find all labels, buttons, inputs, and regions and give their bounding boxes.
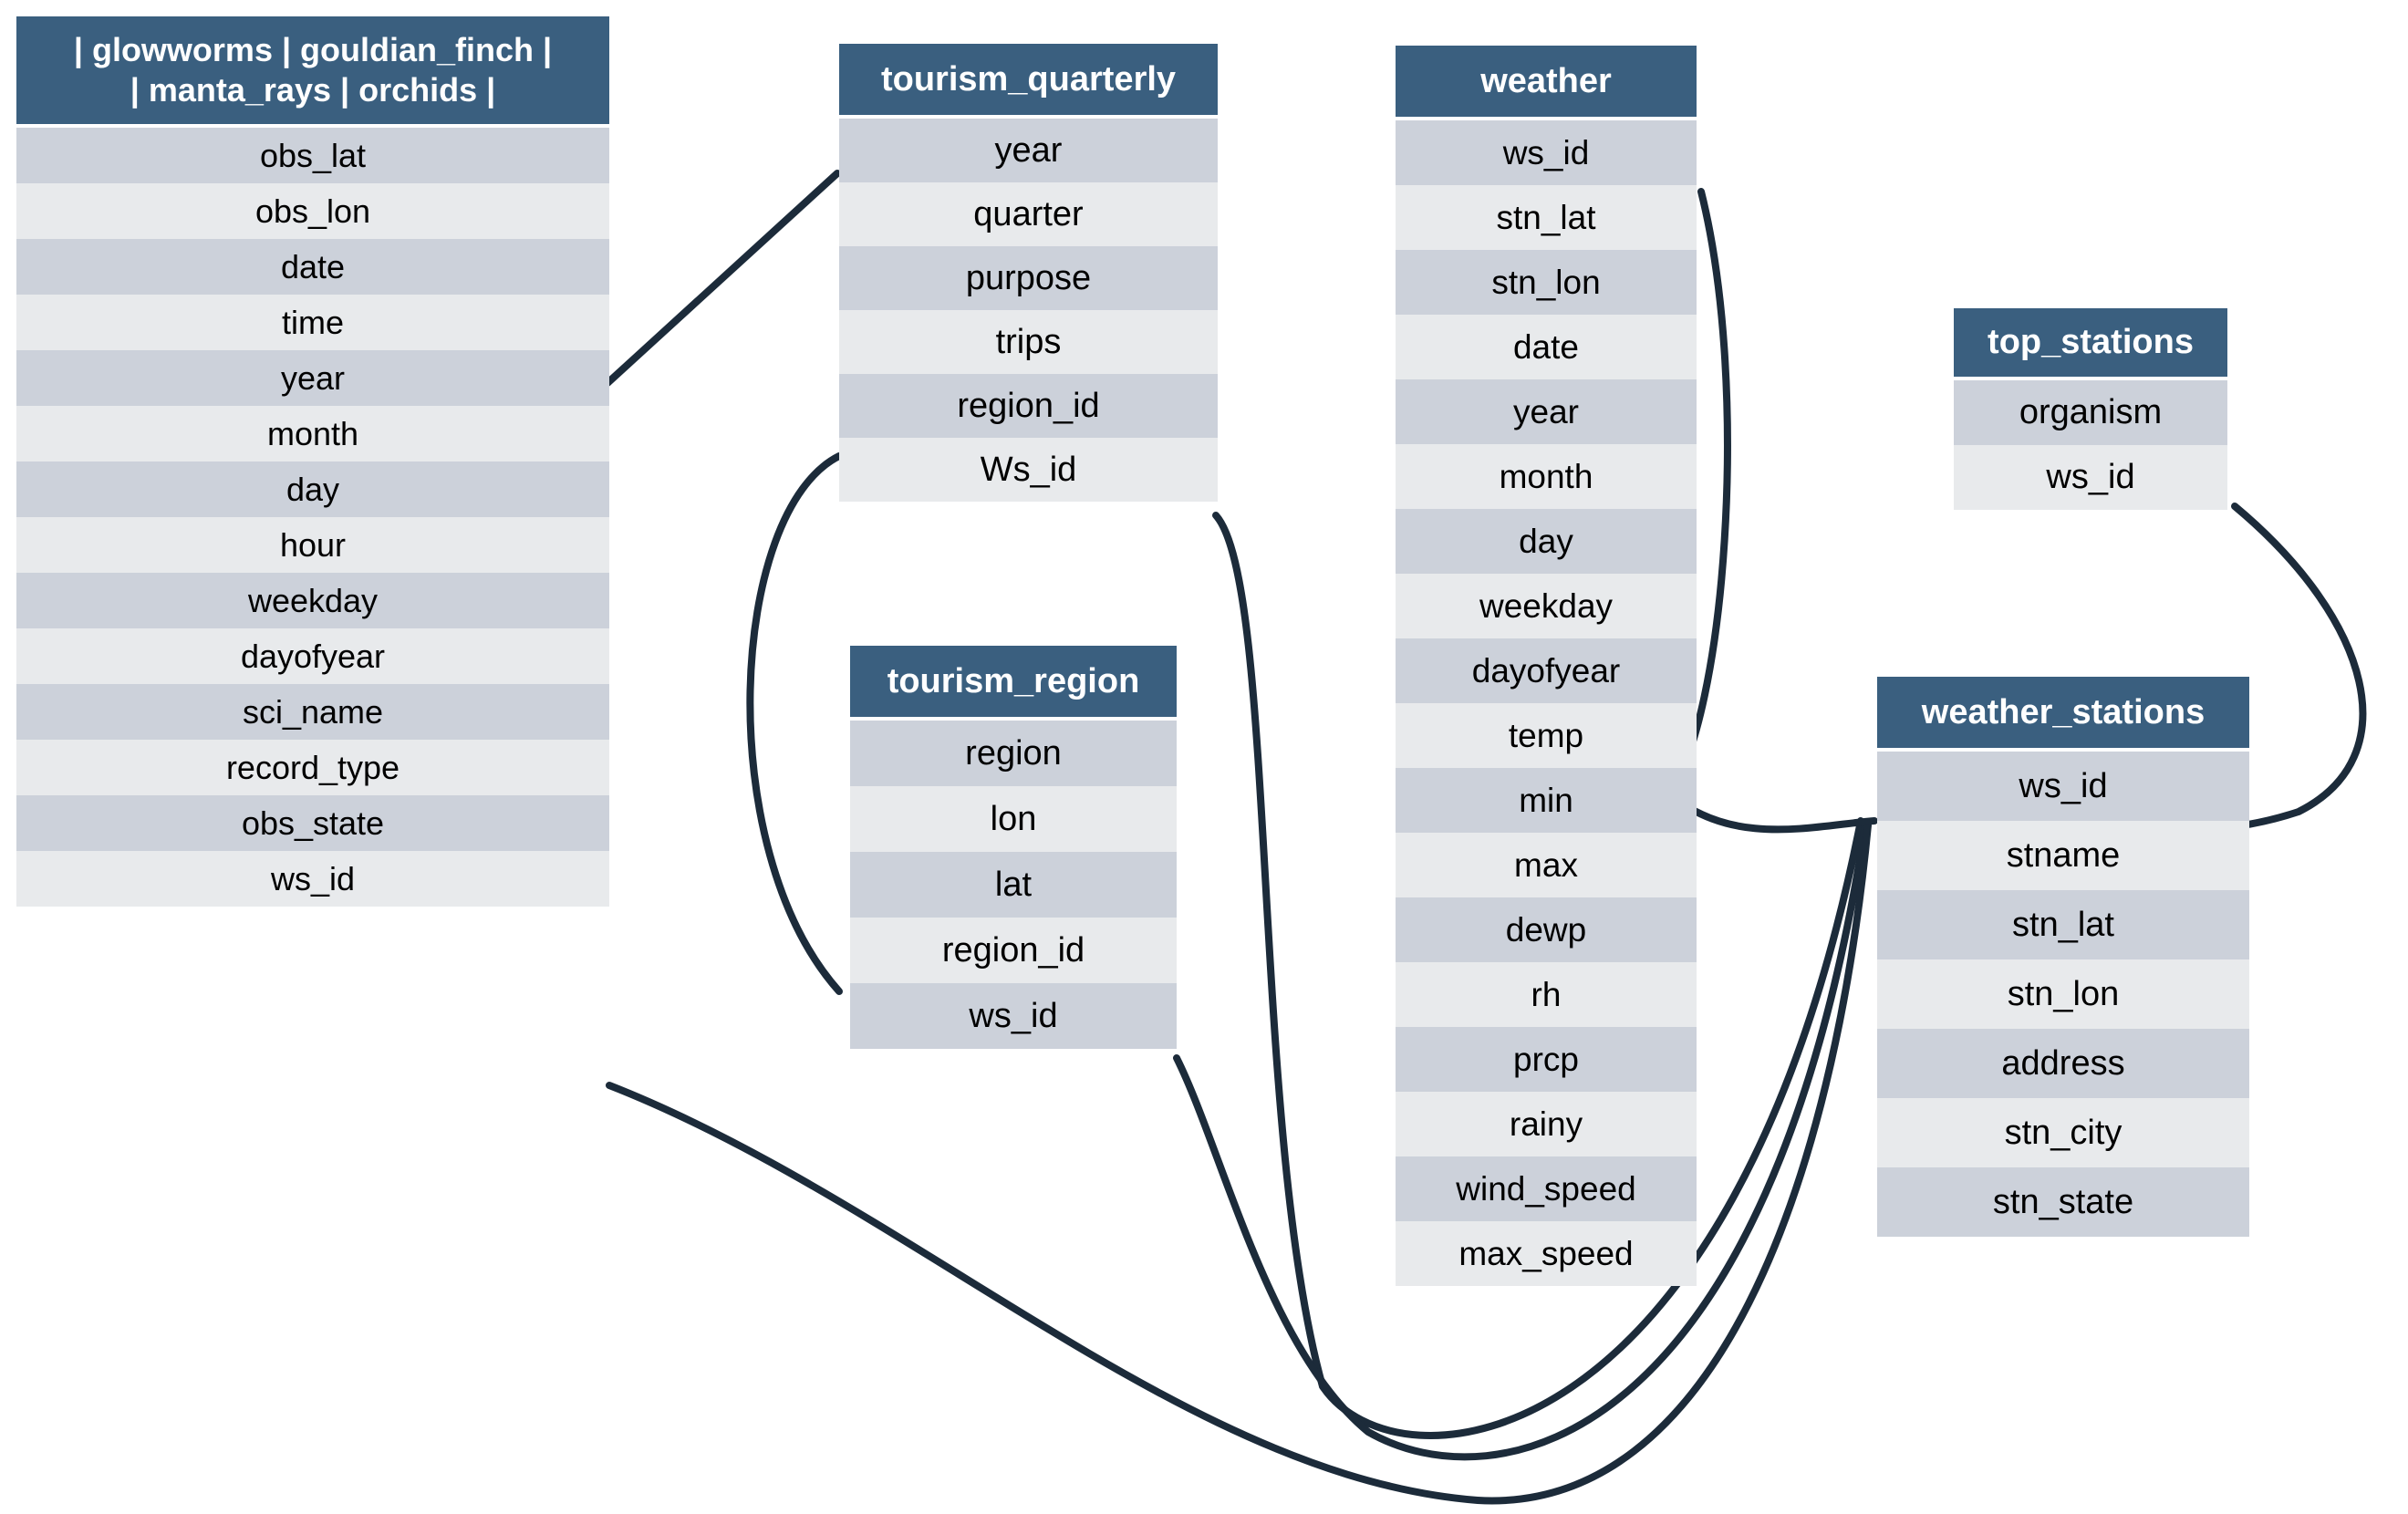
column-row[interactable]: lon: [850, 786, 1177, 852]
column-row[interactable]: date: [1396, 315, 1697, 379]
column-row[interactable]: day: [16, 461, 609, 517]
column-row[interactable]: record_type: [16, 740, 609, 795]
column-row[interactable]: stn_lon: [1877, 959, 2249, 1029]
column-row[interactable]: date: [16, 239, 609, 295]
link-weather-wsid-to-weather-stations-wsid: [1664, 188, 1878, 834]
column-row[interactable]: year: [1396, 379, 1697, 444]
column-row[interactable]: stn_city: [1877, 1098, 2249, 1167]
column-row[interactable]: ws_id: [1954, 445, 2227, 510]
column-row[interactable]: year: [16, 350, 609, 406]
column-row[interactable]: stn_state: [1877, 1167, 2249, 1237]
table-tourism-region[interactable]: tourism_region region lon lat region_id …: [850, 646, 1177, 1049]
column-row[interactable]: stn_lat: [1877, 890, 2249, 959]
header-gap: [1877, 748, 2249, 752]
table-weather-header: weather: [1396, 46, 1697, 117]
column-row[interactable]: month: [1396, 444, 1697, 509]
column-row[interactable]: max_speed: [1396, 1221, 1697, 1286]
column-row[interactable]: time: [16, 295, 609, 350]
table-top-stations-header: top_stations: [1954, 308, 2227, 377]
column-row[interactable]: quarter: [839, 182, 1218, 246]
column-row[interactable]: stname: [1877, 821, 2249, 890]
column-row[interactable]: Ws_id: [839, 438, 1218, 502]
column-row[interactable]: month: [16, 406, 609, 461]
column-row[interactable]: sci_name: [16, 684, 609, 740]
table-top-stations[interactable]: top_stations organism ws_id: [1954, 308, 2227, 510]
header-gap: [850, 717, 1177, 721]
table-tourism-quarterly[interactable]: tourism_quarterly year quarter purpose t…: [839, 44, 1218, 502]
column-row[interactable]: obs_state: [16, 795, 609, 851]
column-row[interactable]: stn_lat: [1396, 185, 1697, 250]
link-tourism-quarterly-region-id-to-tourism-region-region-id: [746, 452, 843, 995]
header-gap: [1954, 377, 2227, 380]
table-tourism-region-header: tourism_region: [850, 646, 1177, 717]
column-row[interactable]: min: [1396, 768, 1697, 833]
column-row[interactable]: weekday: [1396, 574, 1697, 638]
column-row[interactable]: year: [839, 119, 1218, 182]
column-row[interactable]: ws_id: [16, 851, 609, 907]
table-organisms-title-line2: | manta_rays | orchids |: [130, 71, 496, 109]
table-organisms-title-line1: | glowworms | gouldian_finch |: [73, 31, 553, 69]
column-row[interactable]: region_id: [850, 918, 1177, 983]
column-row[interactable]: organism: [1954, 380, 2227, 445]
column-row[interactable]: prcp: [1396, 1027, 1697, 1092]
column-row[interactable]: hour: [16, 517, 609, 573]
header-gap: [839, 115, 1218, 119]
header-gap: [1396, 117, 1697, 120]
table-weather-stations-header: weather_stations: [1877, 677, 2249, 748]
column-row[interactable]: stn_lon: [1396, 250, 1697, 315]
table-organisms-header: | glowworms | gouldian_finch | | manta_r…: [16, 16, 609, 124]
column-row[interactable]: dewp: [1396, 897, 1697, 962]
column-row[interactable]: trips: [839, 310, 1218, 374]
column-row[interactable]: region: [850, 721, 1177, 786]
column-row[interactable]: day: [1396, 509, 1697, 574]
column-row[interactable]: obs_lon: [16, 183, 609, 239]
link-organisms-time-to-tourism-quarterly-year: [604, 170, 841, 387]
column-row[interactable]: lat: [850, 852, 1177, 918]
table-weather-stations[interactable]: weather_stations ws_id stname stn_lat st…: [1877, 677, 2249, 1237]
column-row[interactable]: wind_speed: [1396, 1156, 1697, 1221]
column-row[interactable]: region_id: [839, 374, 1218, 438]
column-row[interactable]: rh: [1396, 962, 1697, 1027]
column-row[interactable]: ws_id: [1877, 752, 2249, 821]
table-weather[interactable]: weather ws_id stn_lat stn_lon date year …: [1396, 46, 1697, 1286]
column-row[interactable]: temp: [1396, 703, 1697, 768]
column-row[interactable]: obs_lat: [16, 128, 609, 183]
column-row[interactable]: weekday: [16, 573, 609, 628]
column-row[interactable]: dayofyear: [16, 628, 609, 684]
table-tourism-quarterly-header: tourism_quarterly: [839, 44, 1218, 115]
column-row[interactable]: ws_id: [1396, 120, 1697, 185]
header-gap: [16, 124, 609, 128]
column-row[interactable]: dayofyear: [1396, 638, 1697, 703]
column-row[interactable]: ws_id: [850, 983, 1177, 1049]
column-row[interactable]: address: [1877, 1029, 2249, 1098]
column-row[interactable]: max: [1396, 833, 1697, 897]
table-organisms[interactable]: | glowworms | gouldian_finch | | manta_r…: [16, 16, 609, 907]
column-row[interactable]: rainy: [1396, 1092, 1697, 1156]
column-row[interactable]: purpose: [839, 246, 1218, 310]
